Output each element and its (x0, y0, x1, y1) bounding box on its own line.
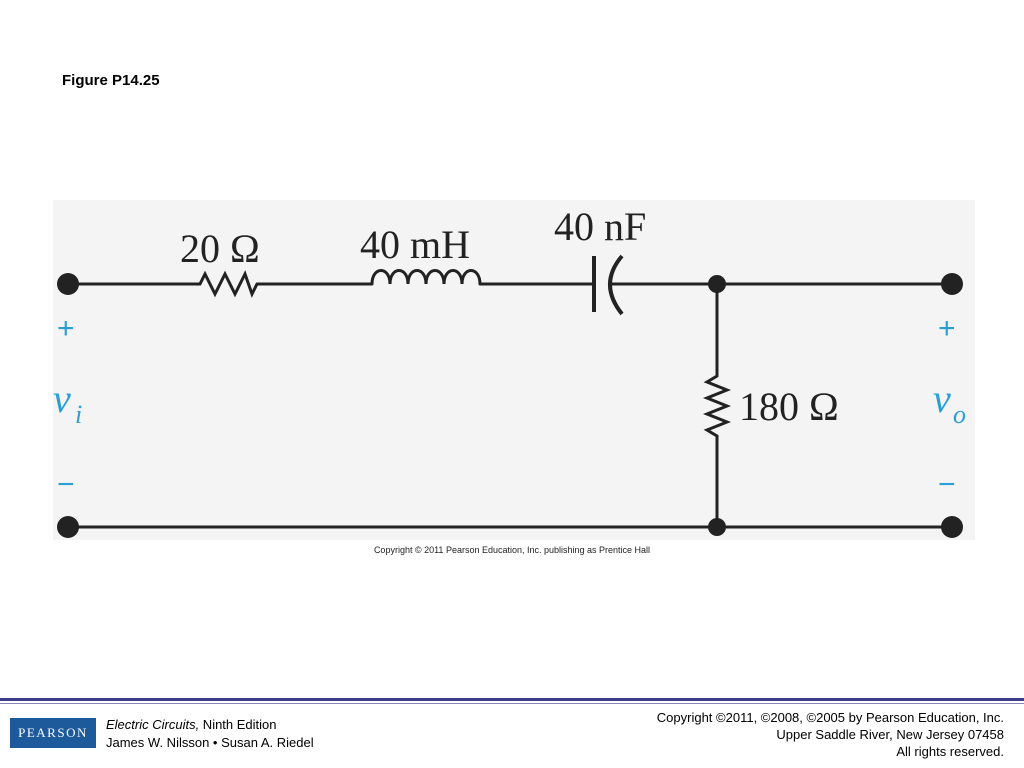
book-title-line: Electric Circuits, Ninth Edition (106, 716, 314, 734)
book-title: Electric Circuits, (106, 717, 200, 732)
footer-divider (0, 698, 1024, 701)
figure-panel (53, 200, 975, 540)
copyright-line-2: Upper Saddle River, New Jersey 07458 (776, 727, 1004, 742)
book-edition: Ninth Edition (199, 717, 277, 732)
copyright-line-1: Copyright ©2011, ©2008, ©2005 by Pearson… (656, 710, 1004, 725)
figure-copyright: Copyright © 2011 Pearson Education, Inc.… (373, 545, 651, 555)
book-authors: James W. Nilsson • Susan A. Riedel (106, 735, 314, 750)
copyright-line-3: All rights reserved. (896, 744, 1004, 759)
book-info: Electric Circuits, Ninth Edition James W… (106, 716, 314, 752)
footer-divider-thin (0, 703, 1024, 704)
figure-title: Figure P14.25 (62, 72, 160, 89)
logo-text: PEARSON (18, 725, 88, 740)
pearson-logo: PEARSON (10, 718, 96, 748)
copyright-block: Copyright ©2011, ©2008, ©2005 by Pearson… (657, 709, 1004, 760)
